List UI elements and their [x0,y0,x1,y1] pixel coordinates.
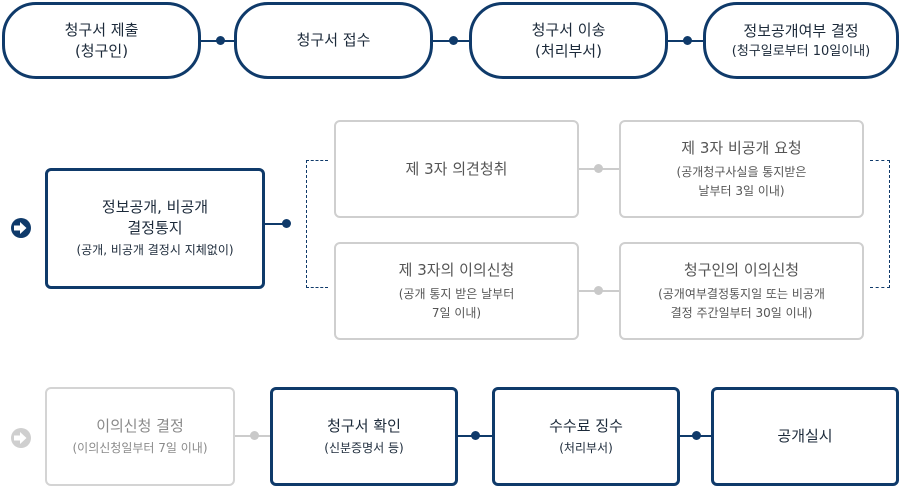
step-requester-objection-title: 청구인의 이의신청 [683,260,800,279]
left-bracket [306,160,328,288]
step-disclosure-decision-title: 정보공개여부 결정 [743,21,859,40]
step-objection-decision: 이의신청 결정 (이의신청일부터 7일 이내) [45,387,235,486]
step-transfer-request: 청구서 이송 (처리부서) [469,2,668,79]
step-requester-objection-sub2: 결정 주간일부터 30일 이내) [670,305,813,320]
step-collect-fee-sub: (처리부서) [559,440,613,455]
step-objection-decision-title: 이의신청 결정 [96,416,184,435]
step-transfer-request-title: 청구서 이송 [531,20,606,39]
connector-dot [282,219,291,228]
step-third-party-objection-sub1: (공개 통지 받은 날부터 [398,286,515,301]
arrow-circle-icon [11,428,31,448]
right-bracket [870,160,890,288]
step-decision-notice-sub: (공개, 비공개 결정시 지체없이) [76,243,234,257]
step-collect-fee-title: 수수료 징수 [549,416,623,435]
step-verify-request-sub: (신분증명서 등) [324,440,404,455]
step-submit-request-sub: (청구인) [74,41,129,60]
step-decision-notice-line2: 결정통지 [127,219,183,237]
step-decision-notice-line1: 정보공개, 비공개 [101,198,209,216]
step-third-party-nondisclosure: 제 3자 비공개 요청 (공개청구사실을 통지받은 날부터 3일 이내) [619,120,864,218]
step-requester-objection-sub1: (공개여부결정통지일 또는 비공개 [658,286,825,301]
connector-line [265,223,287,225]
step-submit-request-title: 청구서 제출 [64,20,139,39]
step-disclosure-decision-sub: (청구일로부터 10일이내) [731,43,871,59]
step-third-party-objection: 제 3자의 이의신청 (공개 통지 받은 날부터 7일 이내) [334,242,579,340]
connector-dot [471,431,480,440]
step-disclosure-title: 공개실시 [777,427,833,445]
step-submit-request: 청구서 제출 (청구인) [2,2,201,79]
step-verify-request-title: 청구서 확인 [327,416,401,435]
step-collect-fee: 수수료 징수 (처리부서) [492,387,680,486]
step-third-party-opinion-title: 제 3자 의견청취 [405,159,508,178]
step-third-party-opinion: 제 3자 의견청취 [334,120,579,218]
connector-dot [250,431,259,440]
connector-dot [594,164,603,173]
step-third-party-objection-title: 제 3자의 이의신청 [398,260,515,279]
connector-dot [692,431,701,440]
step-third-party-objection-sub2: 7일 이내) [431,305,482,320]
step-receive-request-title: 청구서 접수 [296,31,371,49]
arrow-circle-icon [11,218,31,238]
step-third-party-nondisclosure-sub1: (공개청구사실을 통지받은 [676,164,807,179]
connector-dot [683,36,692,45]
connector-dot [594,286,603,295]
step-transfer-request-sub: (처리부서) [535,41,602,60]
step-decision-notice: 정보공개, 비공개 결정통지 (공개, 비공개 결정시 지체없이) [45,168,265,289]
step-third-party-nondisclosure-title: 제 3자 비공개 요청 [681,138,802,157]
step-third-party-nondisclosure-sub2: 날부터 3일 이내) [698,183,785,198]
step-requester-objection: 청구인의 이의신청 (공개여부결정통지일 또는 비공개 결정 주간일부터 30일… [619,242,864,340]
step-objection-decision-sub: (이의신청일부터 7일 이내) [72,440,208,455]
step-disclosure: 공개실시 [711,387,899,486]
step-verify-request: 청구서 확인 (신분증명서 등) [270,387,458,486]
connector-dot [216,36,225,45]
connector-dot [449,36,458,45]
step-disclosure-decision: 정보공개여부 결정 (청구일로부터 10일이내) [703,2,899,79]
step-receive-request: 청구서 접수 [234,2,433,79]
